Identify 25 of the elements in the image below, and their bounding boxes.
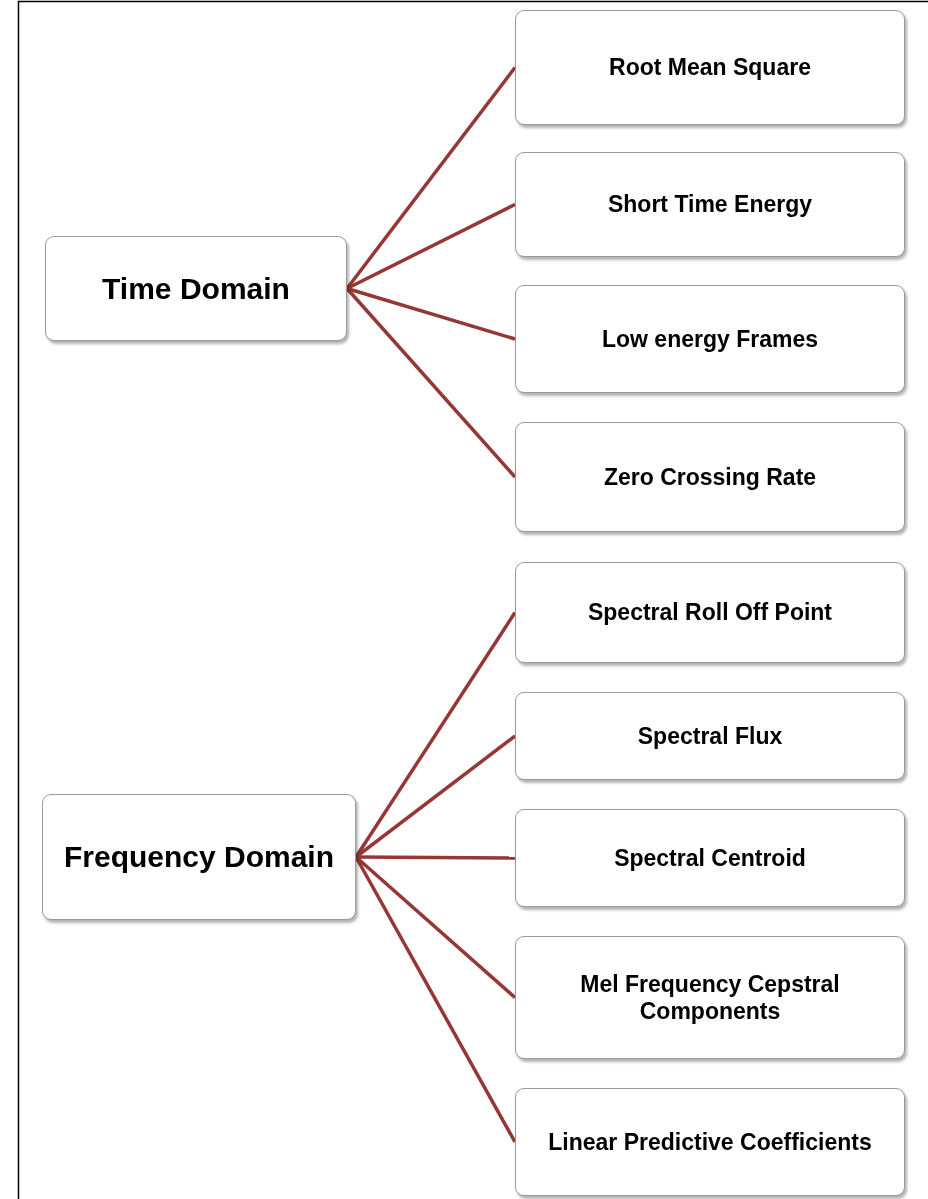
feature-label: Mel Frequency Cepstral Components xyxy=(579,970,841,1025)
category-box xyxy=(42,794,356,920)
category-box xyxy=(515,10,905,125)
category-box xyxy=(515,692,905,780)
connector-line xyxy=(346,202,516,291)
category-box xyxy=(45,236,347,341)
category-box xyxy=(515,562,905,663)
feature-label: Low energy Frames xyxy=(602,325,818,353)
category-box xyxy=(515,285,905,393)
feature-label: Short Time Energy xyxy=(607,191,813,218)
domain-label: Frequency Domain xyxy=(63,840,335,874)
feature-label: Linear Predictive Coefficients xyxy=(548,1128,872,1156)
category-box xyxy=(515,1088,905,1196)
category-box xyxy=(515,422,905,532)
category-box xyxy=(515,152,905,257)
feature-label: Root Mean Square xyxy=(609,54,811,81)
category-box xyxy=(515,809,905,907)
domain-label: Time Domain xyxy=(102,271,290,306)
feature-label: Spectral Flux xyxy=(637,722,783,750)
connector-line xyxy=(345,287,517,479)
category-box xyxy=(515,936,905,1059)
connector-line xyxy=(356,855,515,860)
feature-label: Zero Crossing Rate xyxy=(603,463,817,491)
feature-label: Spectral Centroid xyxy=(614,844,806,872)
feature-label: Spectral Roll Off Point xyxy=(587,599,833,626)
